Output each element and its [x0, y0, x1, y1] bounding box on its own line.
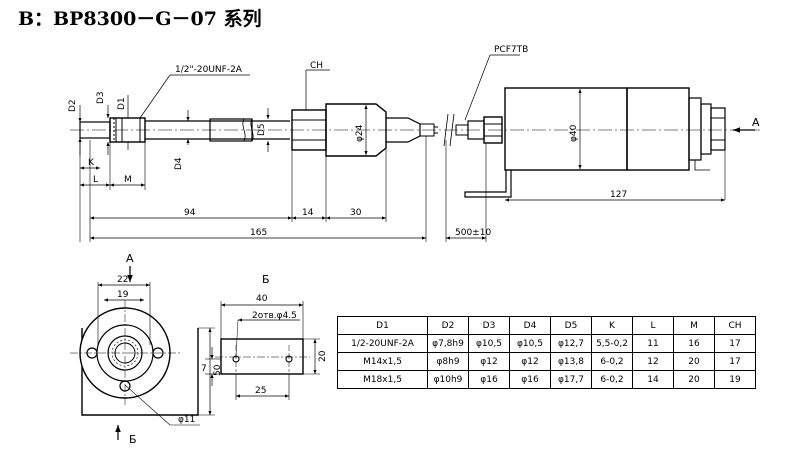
table-cell: φ17,7	[550, 370, 592, 389]
dim-14: 14	[302, 208, 314, 218]
d4-label: D4	[174, 157, 184, 170]
col-header: L	[632, 316, 674, 335]
connector-nut	[483, 116, 503, 144]
view-b-title: Б	[262, 273, 270, 286]
table-cell: 17	[714, 334, 756, 353]
view-a-title: A	[126, 252, 134, 265]
col-header: D3	[468, 316, 510, 335]
table-cell: 20	[673, 370, 715, 389]
connector-label: PCF7TB	[494, 45, 528, 55]
dim-165: 165	[250, 228, 267, 238]
table-row: M14x1,5 φ8h9 φ12 φ12 φ13,8 6-0,2 12 20 1…	[337, 352, 756, 371]
table-cell: 1/2-20UNF-2A	[337, 334, 428, 353]
d2-label: D2	[68, 99, 78, 112]
table-cell: φ7,8h9	[427, 334, 469, 353]
table-cell: φ16	[468, 370, 510, 389]
col-header: CH	[714, 316, 756, 335]
table-cell: φ10,5	[468, 334, 510, 353]
l-label: L	[93, 175, 98, 185]
table-cell: φ12,7	[550, 334, 592, 353]
thread-section	[109, 117, 146, 143]
table-cell: φ12	[509, 352, 551, 371]
mount-bracket	[464, 170, 512, 198]
bracket-plate	[220, 338, 304, 375]
d1-label: D1	[117, 97, 127, 110]
dim-19: 19	[117, 290, 129, 300]
thread-label: 1/2"-20UNF-2A	[175, 65, 243, 75]
dim-127: 127	[610, 190, 627, 200]
dim-50: 50	[213, 364, 223, 376]
d40-label: φ40	[569, 124, 579, 142]
dim-20: 20	[318, 350, 328, 362]
table-cell: 14	[632, 370, 674, 389]
table-cell: φ12	[468, 352, 510, 371]
probe-shaft	[145, 120, 290, 140]
dim-22: 22	[117, 275, 128, 285]
col-header: K	[591, 316, 633, 335]
section-b-label: Б	[129, 433, 137, 446]
holes-note: 2отв.φ4.5	[252, 311, 297, 321]
table-cell: 6-0,2	[591, 370, 633, 389]
col-header: D4	[509, 316, 551, 335]
table-cell: φ16	[509, 370, 551, 389]
dim-30: 30	[350, 208, 362, 218]
table-cell: M18x1,5	[337, 370, 428, 389]
table-row: 1/2-20UNF-2A φ7,8h9 φ10,5 φ10,5 φ12,7 5,…	[337, 334, 756, 353]
table-cell: 20	[673, 352, 715, 371]
mount-hole	[152, 347, 164, 359]
col-header: D1	[337, 316, 428, 335]
table-cell: 5,5-0,2	[591, 334, 633, 353]
table-cell: 16	[673, 334, 715, 353]
amplifier-housing	[504, 87, 628, 171]
page-title: B：BP8300－G－07 系列	[18, 8, 262, 30]
table-cell: 6-0,2	[591, 352, 633, 371]
view-a	[70, 266, 215, 440]
table-cell: φ8h9	[427, 352, 469, 371]
table-cell: φ13,8	[550, 352, 592, 371]
table-cell: φ10,5	[509, 334, 551, 353]
table-cell: 19	[714, 370, 756, 389]
col-header: D2	[427, 316, 469, 335]
col-header: D5	[550, 316, 592, 335]
table-header-row: D1 D2 D3 D4 D5 K L M CH	[337, 316, 756, 335]
m-label: M	[124, 175, 132, 185]
col-header: M	[673, 316, 715, 335]
table-cell: 12	[632, 352, 674, 371]
ch-label: CH	[310, 61, 323, 71]
table-row: M18x1,5 φ10h9 φ16 φ16 φ17,7 6-0,2 14 20 …	[337, 370, 756, 389]
k-label: K	[88, 158, 95, 168]
table-cell: φ10h9	[427, 370, 469, 389]
dimension-table: D1 D2 D3 D4 D5 K L M CH 1/2-20UNF-2A φ7,…	[337, 316, 756, 389]
dim-7: 7	[201, 364, 207, 374]
d3-label: D3	[96, 91, 106, 104]
dim-94: 94	[184, 208, 196, 218]
dim-phi11: φ11	[178, 415, 195, 425]
view-b	[205, 301, 320, 400]
dim-500: 500±10	[455, 228, 491, 238]
dim-40: 40	[256, 294, 268, 304]
d5-label: D5	[257, 123, 267, 136]
table-cell: 17	[714, 352, 756, 371]
table-cell: 11	[632, 334, 674, 353]
d24-label: φ24	[355, 124, 365, 142]
table-cell: M14x1,5	[337, 352, 428, 371]
view-a-label: A	[752, 116, 760, 129]
dim-25: 25	[255, 386, 266, 396]
side-view	[70, 54, 760, 242]
